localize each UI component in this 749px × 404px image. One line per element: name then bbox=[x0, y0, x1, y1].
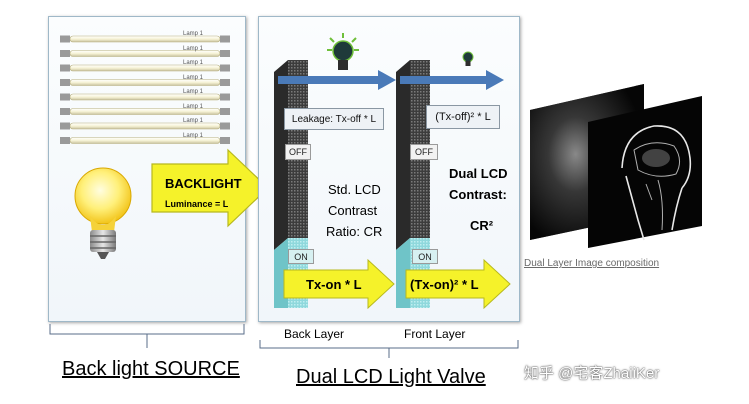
std-contrast-line1: Std. LCD bbox=[328, 182, 381, 197]
bright-leak-bulb-icon bbox=[327, 33, 359, 70]
lamp-label: Lamp 1 bbox=[183, 60, 204, 66]
back-off-label: OFF bbox=[285, 144, 311, 160]
composition-images bbox=[530, 84, 702, 248]
std-contrast-line3: Ratio: CR bbox=[326, 224, 383, 239]
lamp-cap bbox=[220, 79, 230, 86]
light-valve-caption: Dual LCD Light Valve bbox=[296, 366, 486, 388]
back-output-label: Tx-on * L bbox=[306, 277, 362, 292]
lamp-tubes-illustration bbox=[60, 35, 230, 144]
back-leakage-label: Leakage: Tx-off * L bbox=[284, 108, 384, 130]
std-contrast-line2: Contrast bbox=[328, 203, 378, 218]
back-on-label: ON bbox=[288, 249, 314, 264]
lamp-cap bbox=[220, 35, 230, 43]
lamp-label: Lamp 1 bbox=[183, 132, 204, 139]
lamp-cap bbox=[220, 50, 230, 57]
front-layer-label: Front Layer bbox=[404, 327, 466, 341]
dim-leak-bulb-icon bbox=[462, 51, 474, 66]
backlight-source-caption: Back light SOURCE bbox=[62, 358, 240, 380]
lamp-cap bbox=[60, 108, 70, 115]
front-leakage-label: (Tx-off)² * L bbox=[426, 105, 500, 129]
front-on-label: ON bbox=[412, 249, 438, 264]
front-output-label: (Tx-on)² * L bbox=[410, 277, 479, 292]
backlight-arrow bbox=[151, 148, 269, 228]
backlight-arrow-title: BACKLIGHT bbox=[165, 176, 242, 191]
lamp-cap bbox=[220, 137, 230, 144]
lamp-label: Lamp 1 bbox=[183, 103, 204, 110]
backlight-arrow-formula: Luminance = L bbox=[165, 199, 229, 209]
light-bulb-icon bbox=[74, 167, 132, 259]
lamp-cap bbox=[220, 122, 230, 130]
lamp-label: Lamp 1 bbox=[183, 31, 204, 37]
lamp-cap bbox=[60, 50, 70, 57]
dual-contrast-line2: Contrast: bbox=[449, 187, 507, 202]
dual-contrast-line1: Dual LCD bbox=[449, 166, 508, 181]
lamp-label: Lamp 1 bbox=[183, 118, 204, 124]
lamp-label: Lamp 1 bbox=[183, 74, 204, 81]
valve-bracket bbox=[259, 340, 519, 358]
lamp-cap bbox=[60, 64, 70, 72]
lamp-cap bbox=[60, 93, 70, 101]
leakage-arrows bbox=[278, 70, 504, 90]
watermark: 知乎 @宅客ZhaiiKer bbox=[524, 365, 660, 382]
lamp-cap bbox=[60, 79, 70, 86]
composition-caption: Dual Layer Image composition bbox=[524, 258, 660, 269]
lamp-cap bbox=[220, 108, 230, 115]
back-layer-label: Back Layer bbox=[284, 327, 345, 341]
lamp-cap bbox=[220, 93, 230, 101]
lamp-cap bbox=[60, 137, 70, 144]
lamp-label: Lamp 1 bbox=[183, 45, 204, 52]
front-off-label: OFF bbox=[410, 144, 438, 160]
lamp-cap bbox=[220, 64, 230, 72]
lamp-cap bbox=[60, 35, 70, 43]
source-bracket bbox=[49, 324, 245, 348]
dual-contrast-line3: CR² bbox=[470, 218, 494, 233]
lamp-cap bbox=[60, 122, 70, 130]
lamp-label: Lamp 1 bbox=[183, 89, 204, 95]
output-arrows bbox=[283, 258, 511, 310]
